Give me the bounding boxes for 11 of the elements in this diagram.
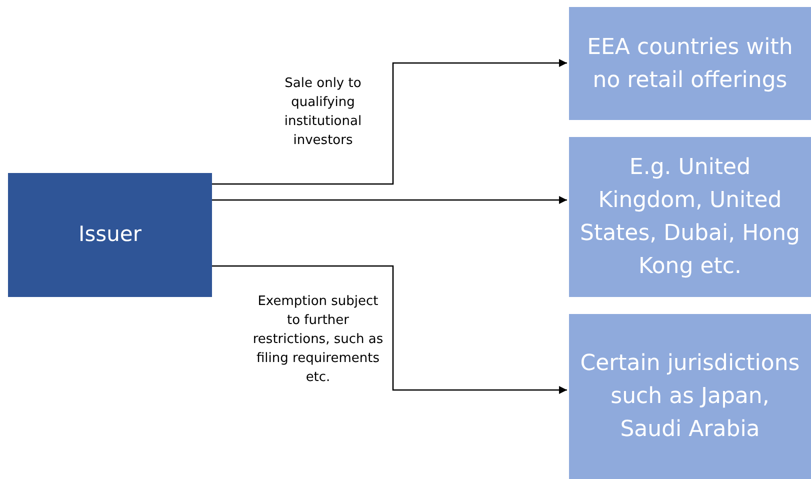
node-text: E.g. United Kingdom, United States, Dubai, Hong Kong etc. (579, 154, 801, 281)
issuer-box (8, 173, 212, 297)
node-text: Issuer (78, 221, 142, 248)
arrow (212, 196, 567, 204)
arrow (212, 265, 567, 394)
jurisdiction-box (569, 137, 811, 297)
jurisdiction-box (569, 314, 811, 479)
jurisdiction-box (569, 7, 811, 120)
node-text: EEA countries with no retail offerings (586, 34, 794, 94)
arrow (212, 59, 567, 185)
node-text: Certain jurisdictions such as Japan, Saudi Arabia (579, 350, 801, 444)
